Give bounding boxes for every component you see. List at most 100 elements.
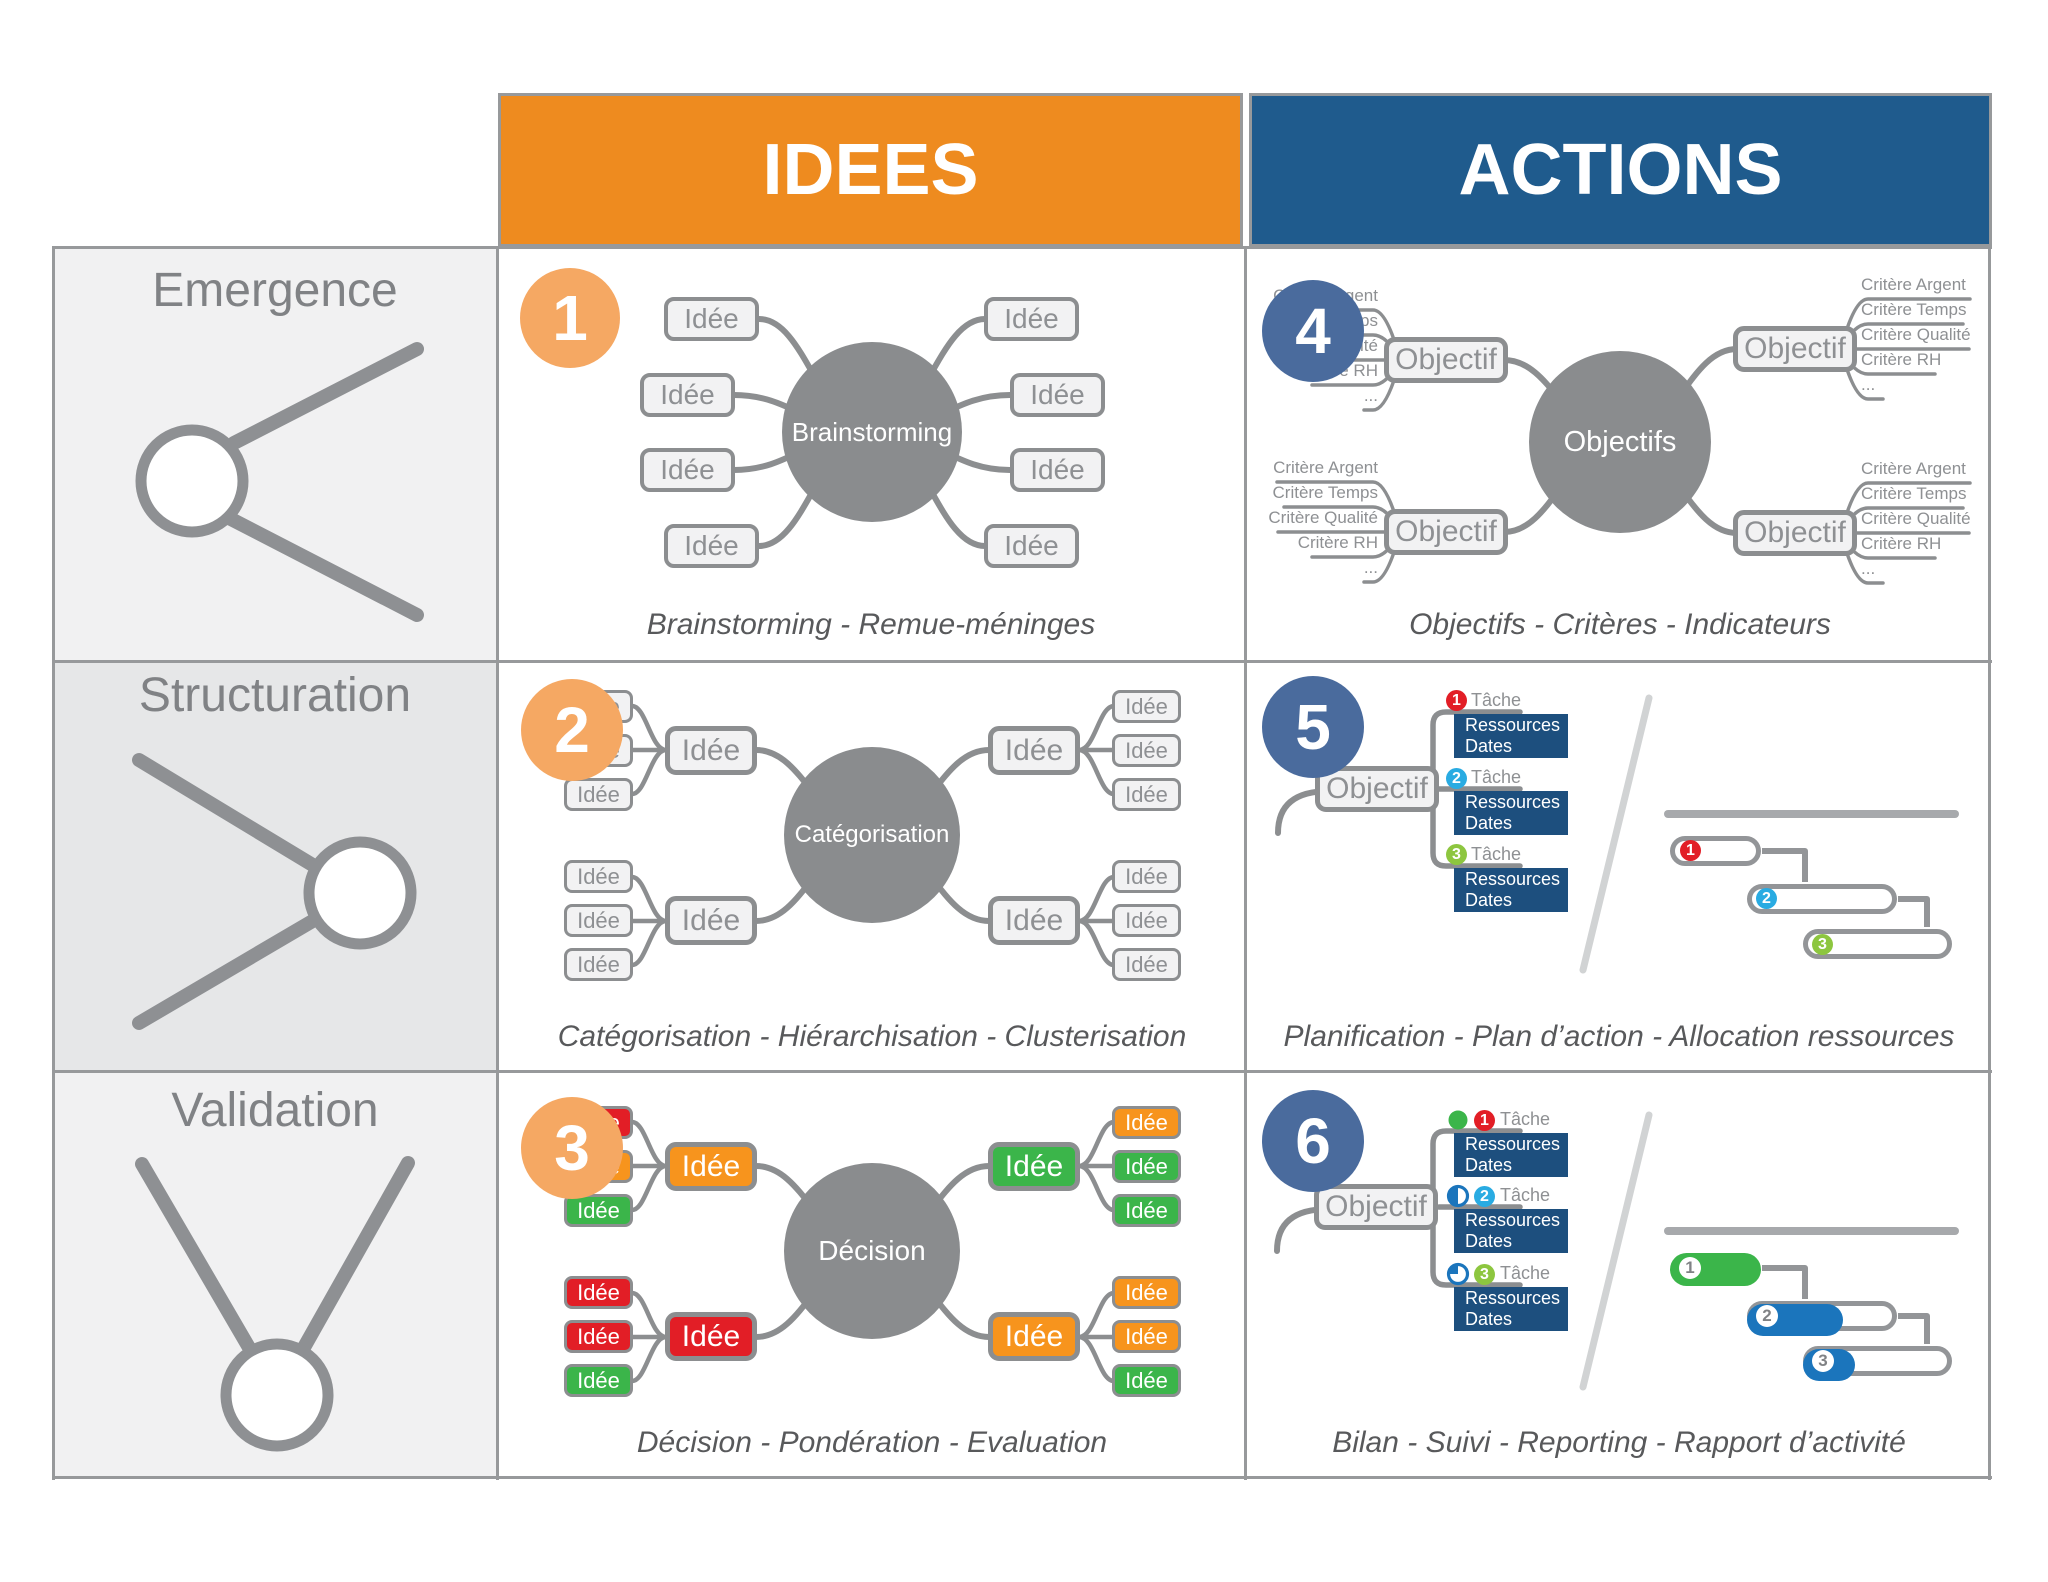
objectif-node: Objectif [1733,326,1857,372]
idea-subnode: Idée [1112,1320,1181,1353]
connector-line [132,753,323,874]
categorisation-hub: Catégorisation [784,747,960,923]
task-label: Tâche [1471,844,1522,864]
idea-subnode: Idée [564,904,633,937]
idea-subnode: Idée [1112,1364,1181,1397]
gantt-bar-number: 1 [1679,1257,1701,1279]
connector-curve [629,874,669,924]
idea-subnode: Idée [564,1276,633,1309]
resources-label: Ressources [1465,869,1561,889]
connector-curve [1762,1265,1808,1299]
idea-parent-node: Idée [665,896,757,945]
gantt-bar [1803,929,1952,959]
grid-vline [1244,245,1247,1480]
progress-done-icon [1448,1110,1468,1130]
idea-parent-node: Idée [988,896,1080,945]
resources-label: Ressources [1465,1288,1561,1308]
task-number-badge: 2 [1474,1186,1495,1207]
idea-node: Idée [984,524,1079,568]
connector-curve [629,918,669,968]
connector-curve [1282,505,1402,534]
gantt-bar-number: 2 [1756,888,1777,909]
emergence-icon [135,424,249,538]
grid-vline [52,245,55,1480]
idea-node: Idée [664,524,759,568]
cell4-number-badge: 4 [1262,280,1364,382]
connector-line [1579,1111,1653,1391]
idea-subnode: Idée [564,778,633,811]
objectif-node: Objectif [1315,766,1439,812]
task-label: Tâche [1471,767,1522,787]
connector-curve [1839,506,1965,535]
grid-hline [51,1476,1992,1479]
gantt-bar-number: 2 [1756,1305,1778,1327]
grid-vline [1988,245,1991,1480]
row-cell-structuration [53,661,497,1072]
idea-subnode: Idée [1112,860,1181,893]
task-label: Tâche [1500,1263,1551,1283]
task-number-badge: 1 [1446,690,1467,711]
task-label: Tâche [1500,1109,1551,1129]
connector-curve [1076,918,1117,968]
criterion-label: Critère Qualité [1861,325,1971,344]
cell4-caption: Objectifs - Critères - Indicateurs [1409,608,1831,641]
idea-subnode: Idée [1112,1150,1181,1183]
idea-subnode: Idée [564,860,633,893]
criterion-label: ... [1363,558,1378,577]
cell1-caption: Brainstorming - Remue-méninges [646,608,1096,641]
gantt-bar-number: 3 [1812,934,1833,955]
connector-curve [629,1163,669,1213]
connector-curve [1076,874,1117,924]
criterion-label: Critère RH [1861,350,1942,369]
resources-label: Ressources [1465,792,1561,812]
idea-parent-node: Idée [665,1142,757,1191]
idea-subnode: Idée [1112,1194,1181,1227]
idea-parent-node: Idée [988,1142,1080,1191]
cell6-number-badge: 6 [1262,1090,1364,1192]
idea-parent-node: Idée [988,1312,1080,1361]
task-label: Tâche [1471,690,1522,710]
idea-subnode: Idée [1112,1276,1181,1309]
grid-hline [51,1070,1992,1073]
connector-line [295,1156,415,1358]
connector-curve [1076,1334,1117,1384]
connector-curve [1762,848,1808,882]
objectif-node: Objectif [1314,1184,1438,1230]
connector-line [227,342,424,450]
decision-hub: Décision [784,1163,960,1339]
connector-curve [1076,703,1117,753]
idea-node: Idée [664,297,759,341]
cell3-number-badge: 3 [521,1097,623,1199]
grid-hline [51,660,1992,663]
idea-subnode: Idée [1112,778,1181,811]
idea-subnode: Idée [1112,734,1181,767]
idea-subnode: Idée [1112,1106,1181,1139]
idea-subnode: Idée [564,1194,633,1227]
cell3-caption: Décision - Pondération - Evaluation [636,1426,1108,1459]
progress-quarter-icon [1448,1264,1458,1274]
connector-curve [1898,1313,1930,1344]
criterion-label: Critère RH [1297,533,1378,552]
connector-curve [629,1334,669,1384]
grid-hline [51,246,1992,249]
connector-curve [1076,1290,1117,1340]
row-label-emergence: Emergence [152,264,398,317]
connector-curve [629,747,669,797]
criterion-label: Critère Qualité [1268,508,1378,527]
objectifs-hub: Objectifs [1529,351,1711,533]
dates-label: Dates [1465,1309,1513,1329]
task-number-badge: 3 [1474,1264,1495,1285]
dates-label: Dates [1465,1231,1513,1251]
row-cell-emergence [53,247,497,661]
criterion-label: ... [1861,375,1876,394]
resources-label: Ressources [1465,1210,1561,1230]
dates-label: Dates [1465,736,1513,756]
criterion-label: Critère Temps [1861,484,1967,503]
dates-label: Dates [1465,890,1513,910]
validation-icon [220,1338,334,1452]
